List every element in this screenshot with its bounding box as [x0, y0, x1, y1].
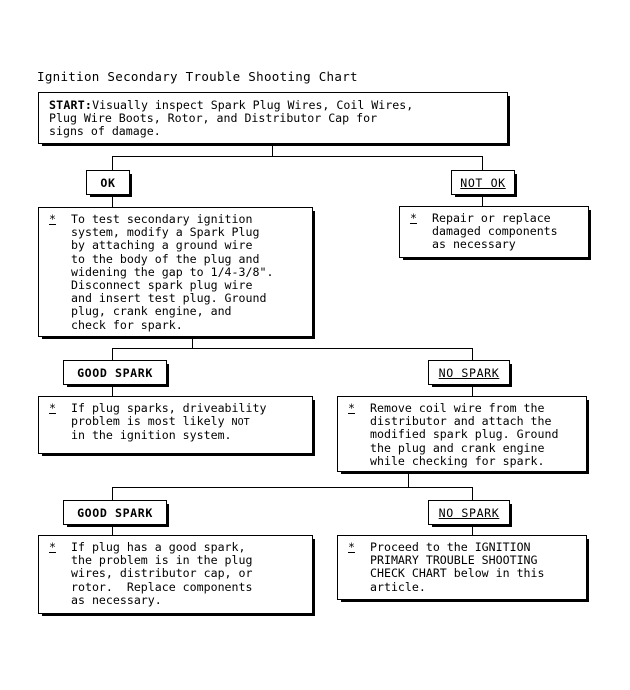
connector-bus2-to-good-spark	[112, 348, 113, 361]
node-driveability-result-body: * If plug sparks, driveability problem i…	[39, 397, 312, 448]
bullet-icon: *	[49, 540, 56, 554]
connector-not-ok-down	[482, 195, 483, 207]
connector-bus-1	[112, 156, 483, 157]
chip-good-spark-2-label: GOOD SPARK	[77, 505, 153, 520]
chip-no-spark-1[interactable]: NO SPARK	[428, 360, 510, 385]
node-test-procedure-body: * To test secondary ignition system, mod…	[39, 208, 312, 337]
chip-no-spark-1-label: NO SPARK	[438, 365, 500, 380]
connector-remove-coil-down	[408, 472, 409, 488]
node-repair-replace-body: * Repair or replace damaged components a…	[400, 207, 588, 257]
chip-good-spark-1-label: GOOD SPARK	[77, 365, 153, 380]
chip-ok-label: OK	[100, 175, 116, 190]
connector-bus3-to-no-spark	[472, 487, 473, 500]
chip-no-spark-2-label: NO SPARK	[438, 505, 500, 520]
connector-no-spark-2-down	[472, 525, 473, 536]
bullet-icon: *	[49, 212, 56, 226]
connector-bus-3	[112, 487, 473, 488]
connector-good-spark-1-down	[112, 385, 113, 397]
bullet-icon: *	[49, 401, 56, 415]
driveability-text-after: in the ignition system.	[71, 428, 232, 443]
driveability-text-before: If plug sparks, driveability problem is …	[71, 401, 267, 429]
node-primary-chart-result-body: * Proceed to the IGNITION PRIMARY TROUBL…	[338, 536, 586, 599]
connector-bus1-to-not-ok	[482, 156, 483, 171]
chip-not-ok-label: NOT OK	[460, 175, 506, 190]
node-plug-wires-result-body: * If plug has a good spark, the problem …	[39, 536, 312, 612]
chip-ok[interactable]: OK	[86, 170, 130, 195]
bullet-icon: *	[410, 211, 417, 225]
node-driveability-result: * If plug sparks, driveability problem i…	[38, 396, 313, 454]
node-test-procedure-text: To test secondary ignition system, modif…	[71, 212, 274, 332]
connector-no-spark-1-down	[472, 385, 473, 397]
node-start: START:Visually inspect Spark Plug Wires,…	[38, 92, 508, 144]
connector-bus2-to-no-spark	[472, 348, 473, 361]
start-text: Visually inspect Spark Plug Wires, Coil …	[49, 98, 414, 139]
connector-test-down	[192, 337, 193, 349]
start-label: START:	[49, 98, 93, 112]
connector-good-spark-2-down	[112, 525, 113, 536]
connector-bus-2	[112, 348, 473, 349]
driveability-text-emphasis: NOT	[231, 417, 250, 429]
bullet-icon: *	[348, 401, 355, 415]
node-test-procedure: * To test secondary ignition system, mod…	[38, 207, 313, 337]
node-plug-wires-result-text: If plug has a good spark, the problem is…	[71, 540, 253, 607]
chip-no-spark-2[interactable]: NO SPARK	[428, 500, 510, 525]
node-start-body: START:Visually inspect Spark Plug Wires,…	[39, 93, 507, 144]
node-plug-wires-result: * If plug has a good spark, the problem …	[38, 535, 313, 614]
chip-not-ok[interactable]: NOT OK	[451, 170, 515, 195]
connector-bus1-to-ok	[112, 156, 113, 171]
node-remove-coil-wire: * Remove coil wire from the distributor …	[337, 396, 587, 472]
node-primary-chart-result-text: Proceed to the IGNITION PRIMARY TROUBLE …	[370, 540, 545, 594]
connector-start-down	[272, 144, 273, 157]
node-repair-replace: * Repair or replace damaged components a…	[399, 206, 589, 258]
node-driveability-result-text: If plug sparks, driveability problem is …	[71, 401, 306, 443]
node-repair-replace-text: Repair or replace damaged components as …	[432, 211, 558, 252]
node-remove-coil-wire-text: Remove coil wire from the distributor an…	[370, 401, 559, 468]
chip-good-spark-1[interactable]: GOOD SPARK	[63, 360, 167, 385]
bullet-icon: *	[348, 540, 355, 554]
node-remove-coil-wire-body: * Remove coil wire from the distributor …	[338, 397, 586, 473]
page-title: Ignition Secondary Trouble Shooting Char…	[37, 69, 358, 84]
connector-bus3-to-good-spark	[112, 487, 113, 500]
chip-good-spark-2[interactable]: GOOD SPARK	[63, 500, 167, 525]
connector-ok-down	[112, 195, 113, 208]
node-primary-chart-result: * Proceed to the IGNITION PRIMARY TROUBL…	[337, 535, 587, 600]
